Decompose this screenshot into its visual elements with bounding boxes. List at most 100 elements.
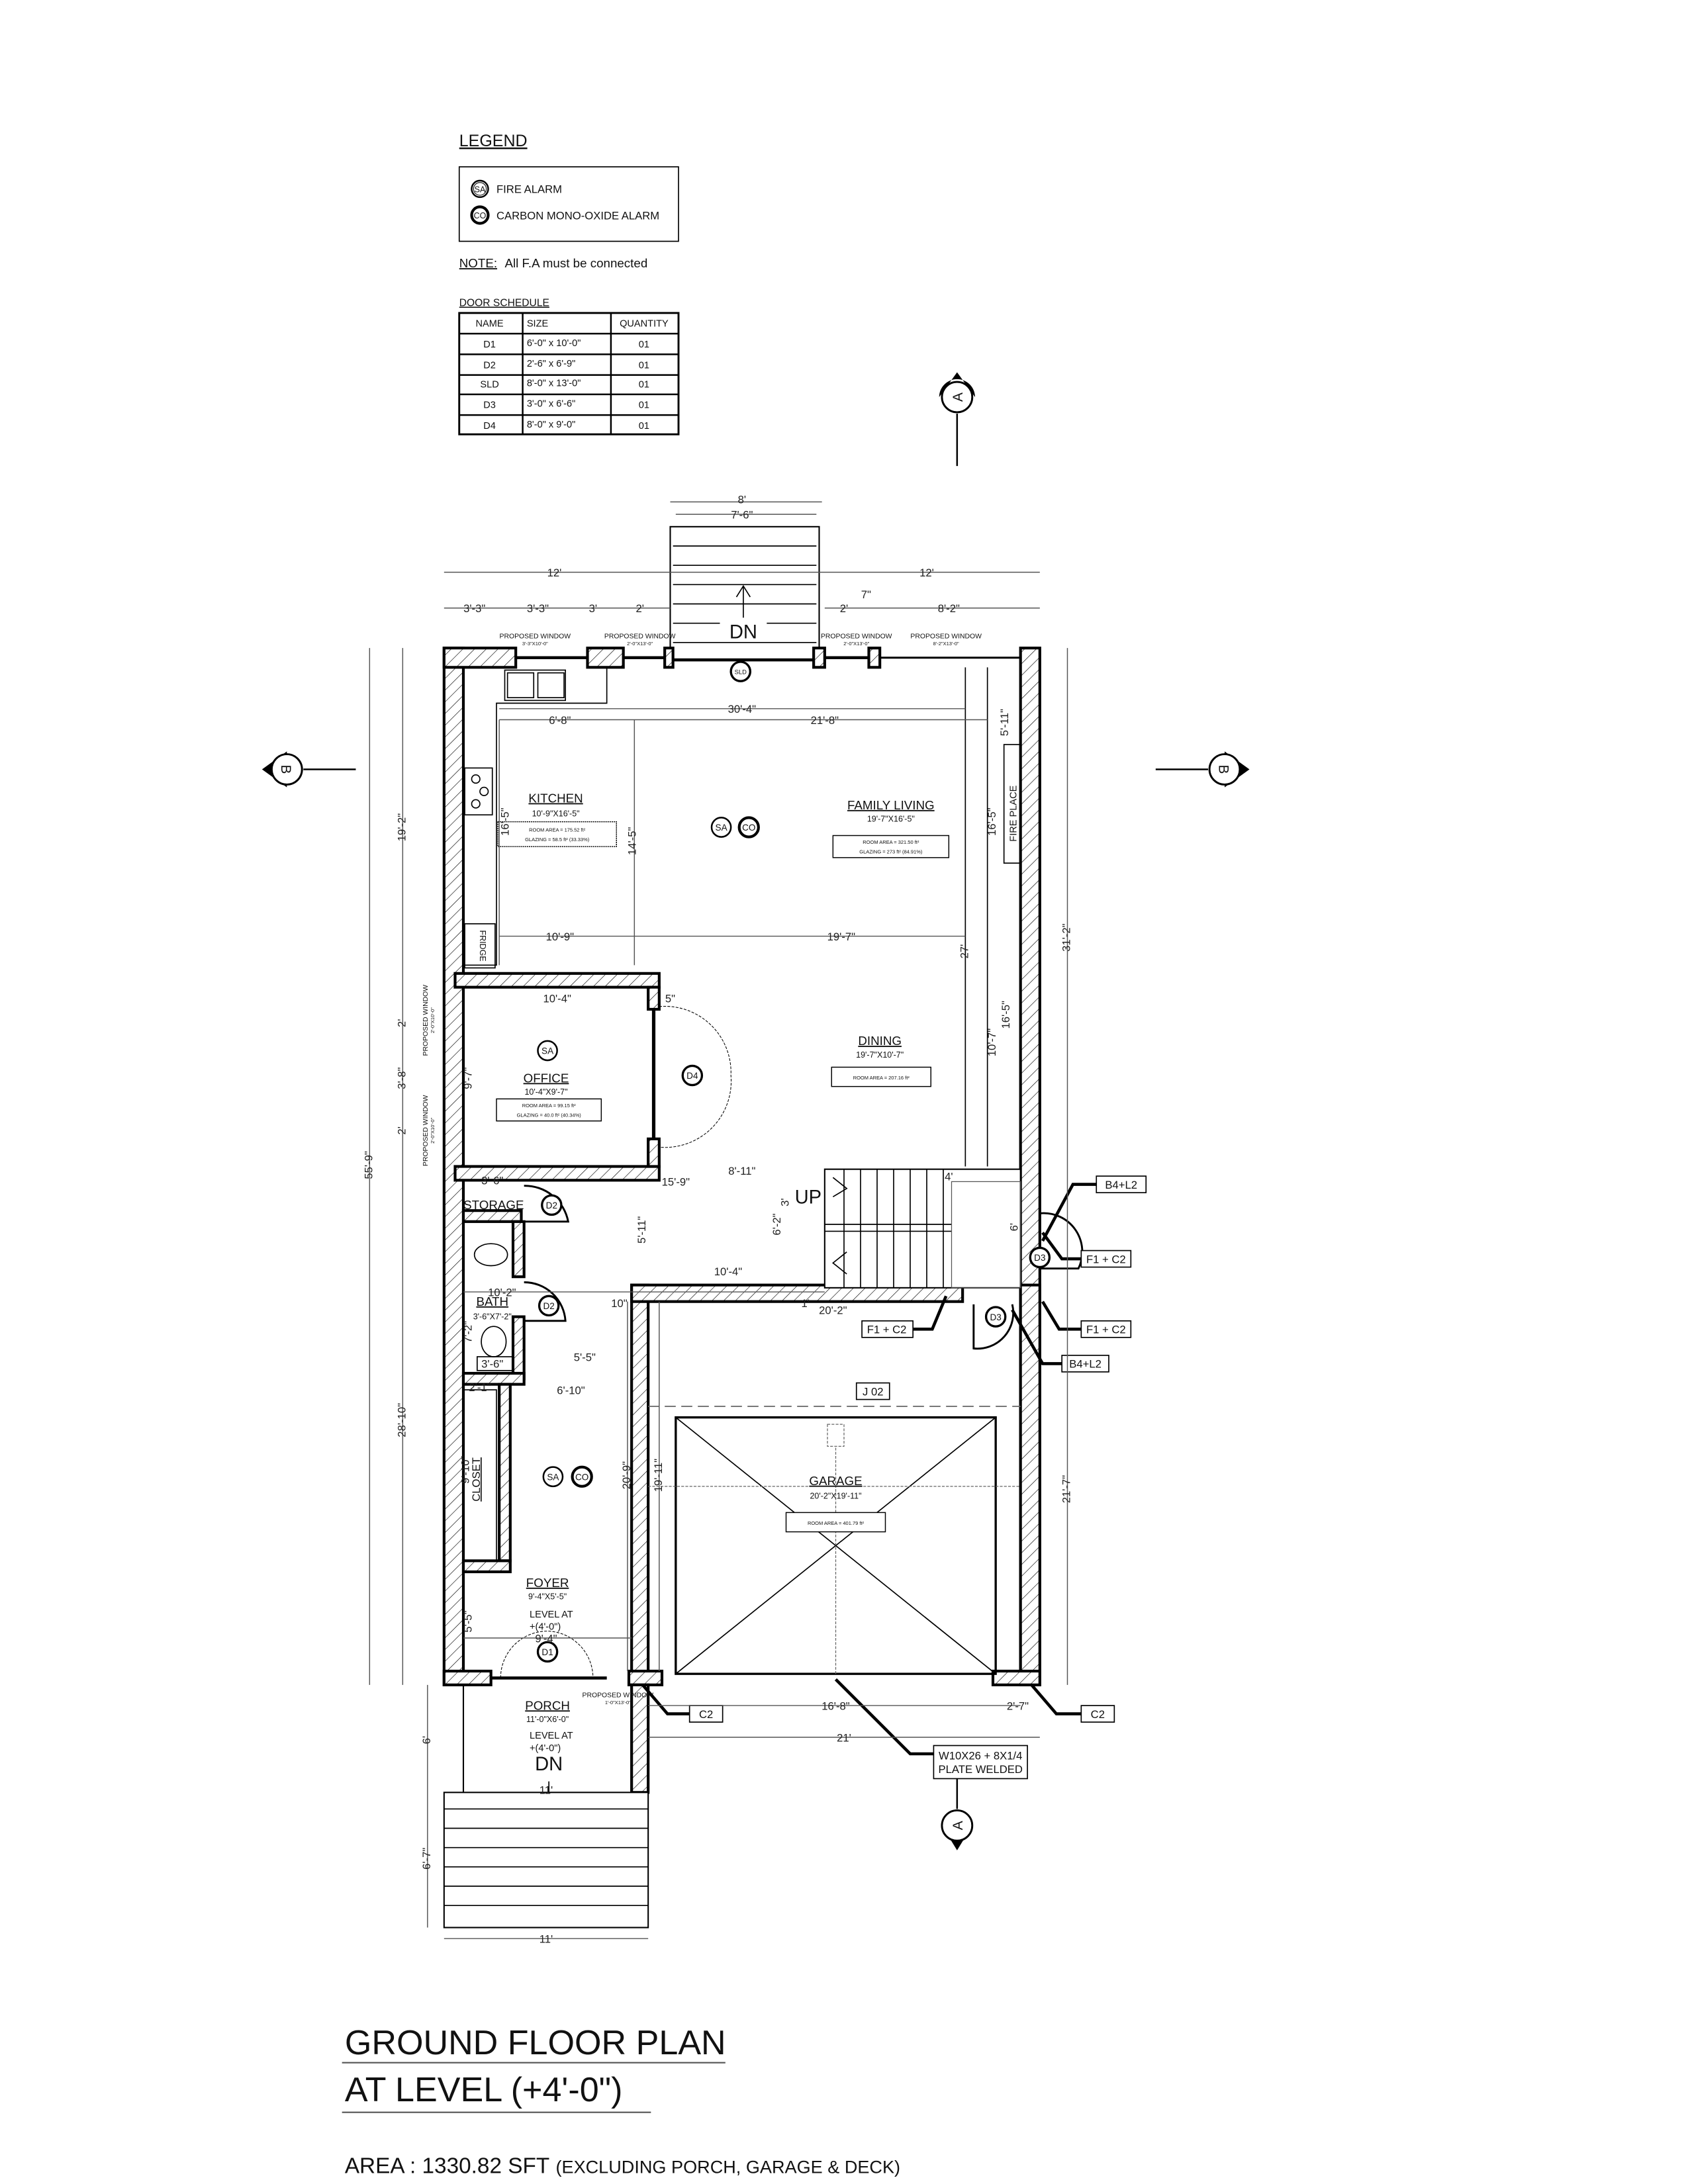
svg-text:31'-2": 31'-2" [1060,923,1073,952]
svg-text:21': 21' [837,1731,851,1744]
svg-text:SLD: SLD [735,669,747,676]
svg-text:D2: D2 [543,1301,555,1311]
svg-text:+(4'-0"): +(4'-0") [530,1622,561,1633]
svg-text:D4: D4 [483,421,496,432]
svg-text:3'-3"X10'-0": 3'-3"X10'-0" [522,641,548,647]
svg-text:9'-7": 9'-7" [462,1067,475,1089]
svg-text:15'-9": 15'-9" [662,1176,690,1189]
svg-text:B4+L2: B4+L2 [1069,1358,1102,1371]
svg-text:CO: CO [742,823,755,833]
svg-text:11': 11' [539,1933,553,1945]
room-kitchen: KITCHEN 10'-9"X16'-5" ROOM AREA = 175.52… [497,792,617,847]
svg-text:20'-2": 20'-2" [819,1304,847,1316]
door-tag-d2-bath: D2 [538,1295,560,1317]
toilet-icon [481,1326,507,1357]
room-bath: BATH 3'-6"X7'-2" [473,1295,512,1322]
svg-text:7'-6": 7'-6" [731,508,753,521]
svg-text:FOYER: FOYER [526,1576,569,1590]
kitchen-counter: FRIDGE [463,667,608,969]
fire-alarm-symbol: SA [475,185,486,195]
svg-text:2'-0"X13'-0": 2'-0"X13'-0" [843,641,869,647]
svg-text:6'-2": 6'-2" [771,1213,783,1235]
svg-text:16'-5": 16'-5" [986,807,998,836]
svg-text:5'-5": 5'-5" [574,1351,596,1363]
svg-text:1': 1' [801,1297,809,1310]
svg-text:LEVEL AT: LEVEL AT [530,1610,573,1620]
svg-text:C2: C2 [1091,1708,1105,1721]
legend: LEGEND SA FIRE ALARM CO CARBON MONO-OXID… [458,132,679,270]
fire-alarm-icon: SA [537,1040,558,1062]
svg-text:PROPOSED WINDOW: PROPOSED WINDOW [500,633,571,641]
svg-text:SA: SA [547,1472,559,1482]
bath-sink-icon [473,1243,508,1267]
svg-text:10'-9": 10'-9" [546,931,575,943]
svg-text:12': 12' [919,567,934,579]
fire-alarm-icon: SA [710,817,732,838]
svg-text:21'-7": 21'-7" [1060,1475,1073,1504]
svg-text:01: 01 [639,340,649,350]
svg-text:A: A [951,1821,966,1830]
room-closet: CLOSET [470,1457,483,1502]
svg-text:10'-7": 10'-7" [986,1028,998,1057]
svg-text:10'-4": 10'-4" [714,1265,743,1278]
co-alarm-icon: CO [571,1465,593,1488]
svg-text:55'-9": 55'-9" [363,1151,375,1179]
svg-text:DN: DN [535,1754,563,1775]
svg-text:10'-4"X9'-7": 10'-4"X9'-7" [524,1087,567,1097]
legend-title: LEGEND [459,132,528,150]
svg-text:6': 6' [1008,1223,1021,1231]
door-tag-d3-garage: D3 [984,1306,1007,1328]
svg-text:F1 + C2: F1 + C2 [867,1324,907,1336]
svg-text:D3: D3 [990,1312,1002,1322]
section-marker-b-right: B [1155,751,1250,788]
room-foyer: FOYER 9'-4"X5'-5" LEVEL AT +(4'-0") [526,1576,573,1633]
svg-text:GLAZING = 58.5 ft² (33.33%): GLAZING = 58.5 ft² (33.33%) [525,837,590,842]
svg-text:D3: D3 [483,400,496,411]
svg-text:PROPOSED WINDOW: PROPOSED WINDOW [583,1692,654,1700]
porch-steps [443,1781,649,1929]
door-tag-d3-side: D3 [1029,1246,1051,1269]
legend-co-alarm-label: CARBON MONO-OXIDE ALARM [496,209,659,222]
room-dining: DINING 19'-7"X10'-7" ROOM AREA = 207.16 … [831,1034,931,1087]
section-marker-b-left: B [261,751,356,788]
door-tag-sld: SLD [729,660,751,682]
svg-text:W10X26 + 8X1/4: W10X26 + 8X1/4 [939,1749,1022,1762]
svg-text:C2: C2 [699,1708,713,1721]
fridge-icon [464,923,496,969]
svg-text:3'-6"X7'-2": 3'-6"X7'-2" [473,1312,512,1322]
title-block: GROUND FLOOR PLAN AT LEVEL (+4'-0") AREA… [342,2024,900,2178]
svg-text:ROOM AREA = 401.79 ft²: ROOM AREA = 401.79 ft² [808,1520,865,1526]
plan-title: GROUND FLOOR PLAN [345,2024,726,2062]
svg-text:CO: CO [575,1472,588,1482]
closet-shelf [463,1389,497,1562]
svg-text:2': 2' [396,1019,408,1027]
svg-text:2'-1": 2'-1" [469,1381,491,1394]
svg-text:9'-4": 9'-4" [535,1632,557,1645]
plan-area: AREA : 1330.82 SFT (EXCLUDING PORCH, GAR… [345,2154,900,2178]
svg-text:PROPOSED WINDOW: PROPOSED WINDOW [604,633,676,641]
svg-text:KITCHEN: KITCHEN [528,792,583,805]
svg-text:PROPOSED WINDOW: PROPOSED WINDOW [910,633,982,641]
svg-text:01: 01 [639,379,649,390]
svg-text:2'-0"X10'-0": 2'-0"X10'-0" [430,1118,436,1144]
svg-text:BATH: BATH [476,1295,508,1308]
svg-text:A: A [951,392,966,402]
room-office: OFFICE 10'-4"X9'-7" ROOM AREA = 99.15 ft… [496,1071,602,1122]
svg-text:D4: D4 [686,1071,698,1081]
svg-text:10'-2": 10'-2" [488,1286,516,1298]
room-family-living: FAMILY LIVING 19'-7"X16'-5" ROOM AREA = … [832,798,950,858]
svg-text:3'-3": 3'-3" [463,602,485,615]
dimension-lines [369,501,1068,1939]
fire-alarm-icon: SA [542,1466,564,1488]
plan-level: AT LEVEL (+4'-0") [345,2071,623,2109]
header-name: NAME [476,319,504,330]
rear-stairs-dn-label: DN [729,622,757,643]
dimension-labels: 8' 7'-6" 12' 12' 3'-3" 3'-3" 3' 2' 2' 7"… [363,493,1073,1945]
svg-text:19'-11": 19'-11" [652,1459,665,1492]
svg-text:14'-5": 14'-5" [626,827,638,856]
svg-text:PLATE WELDED: PLATE WELDED [939,1763,1023,1776]
svg-text:2': 2' [840,602,848,615]
